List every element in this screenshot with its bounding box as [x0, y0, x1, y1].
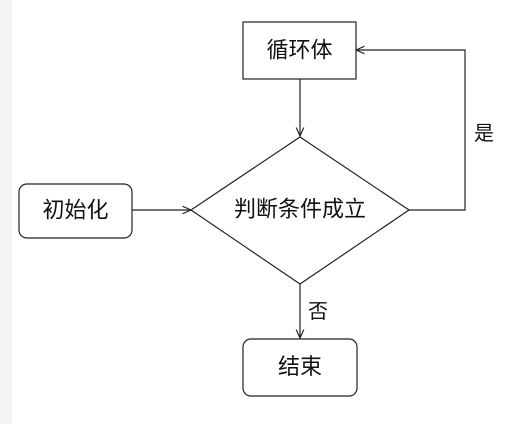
edge-label-yes: 是 [474, 121, 494, 145]
node-loop-body: 循环体 [242, 21, 357, 80]
left-margin-strip [0, 0, 12, 424]
node-end-label: 结束 [278, 355, 322, 380]
node-end: 结束 [242, 338, 358, 397]
node-init-label: 初始化 [42, 199, 108, 224]
edge-condition-no: 否 [300, 284, 328, 338]
edge-label-no: 否 [308, 299, 328, 323]
node-init: 初始化 [18, 183, 133, 239]
node-condition: 判断条件成立 [189, 136, 411, 285]
edge-condition-yes: 是 [356, 50, 494, 211]
node-condition-label: 判断条件成立 [234, 198, 366, 223]
node-loop-body-label: 循环体 [266, 39, 332, 64]
